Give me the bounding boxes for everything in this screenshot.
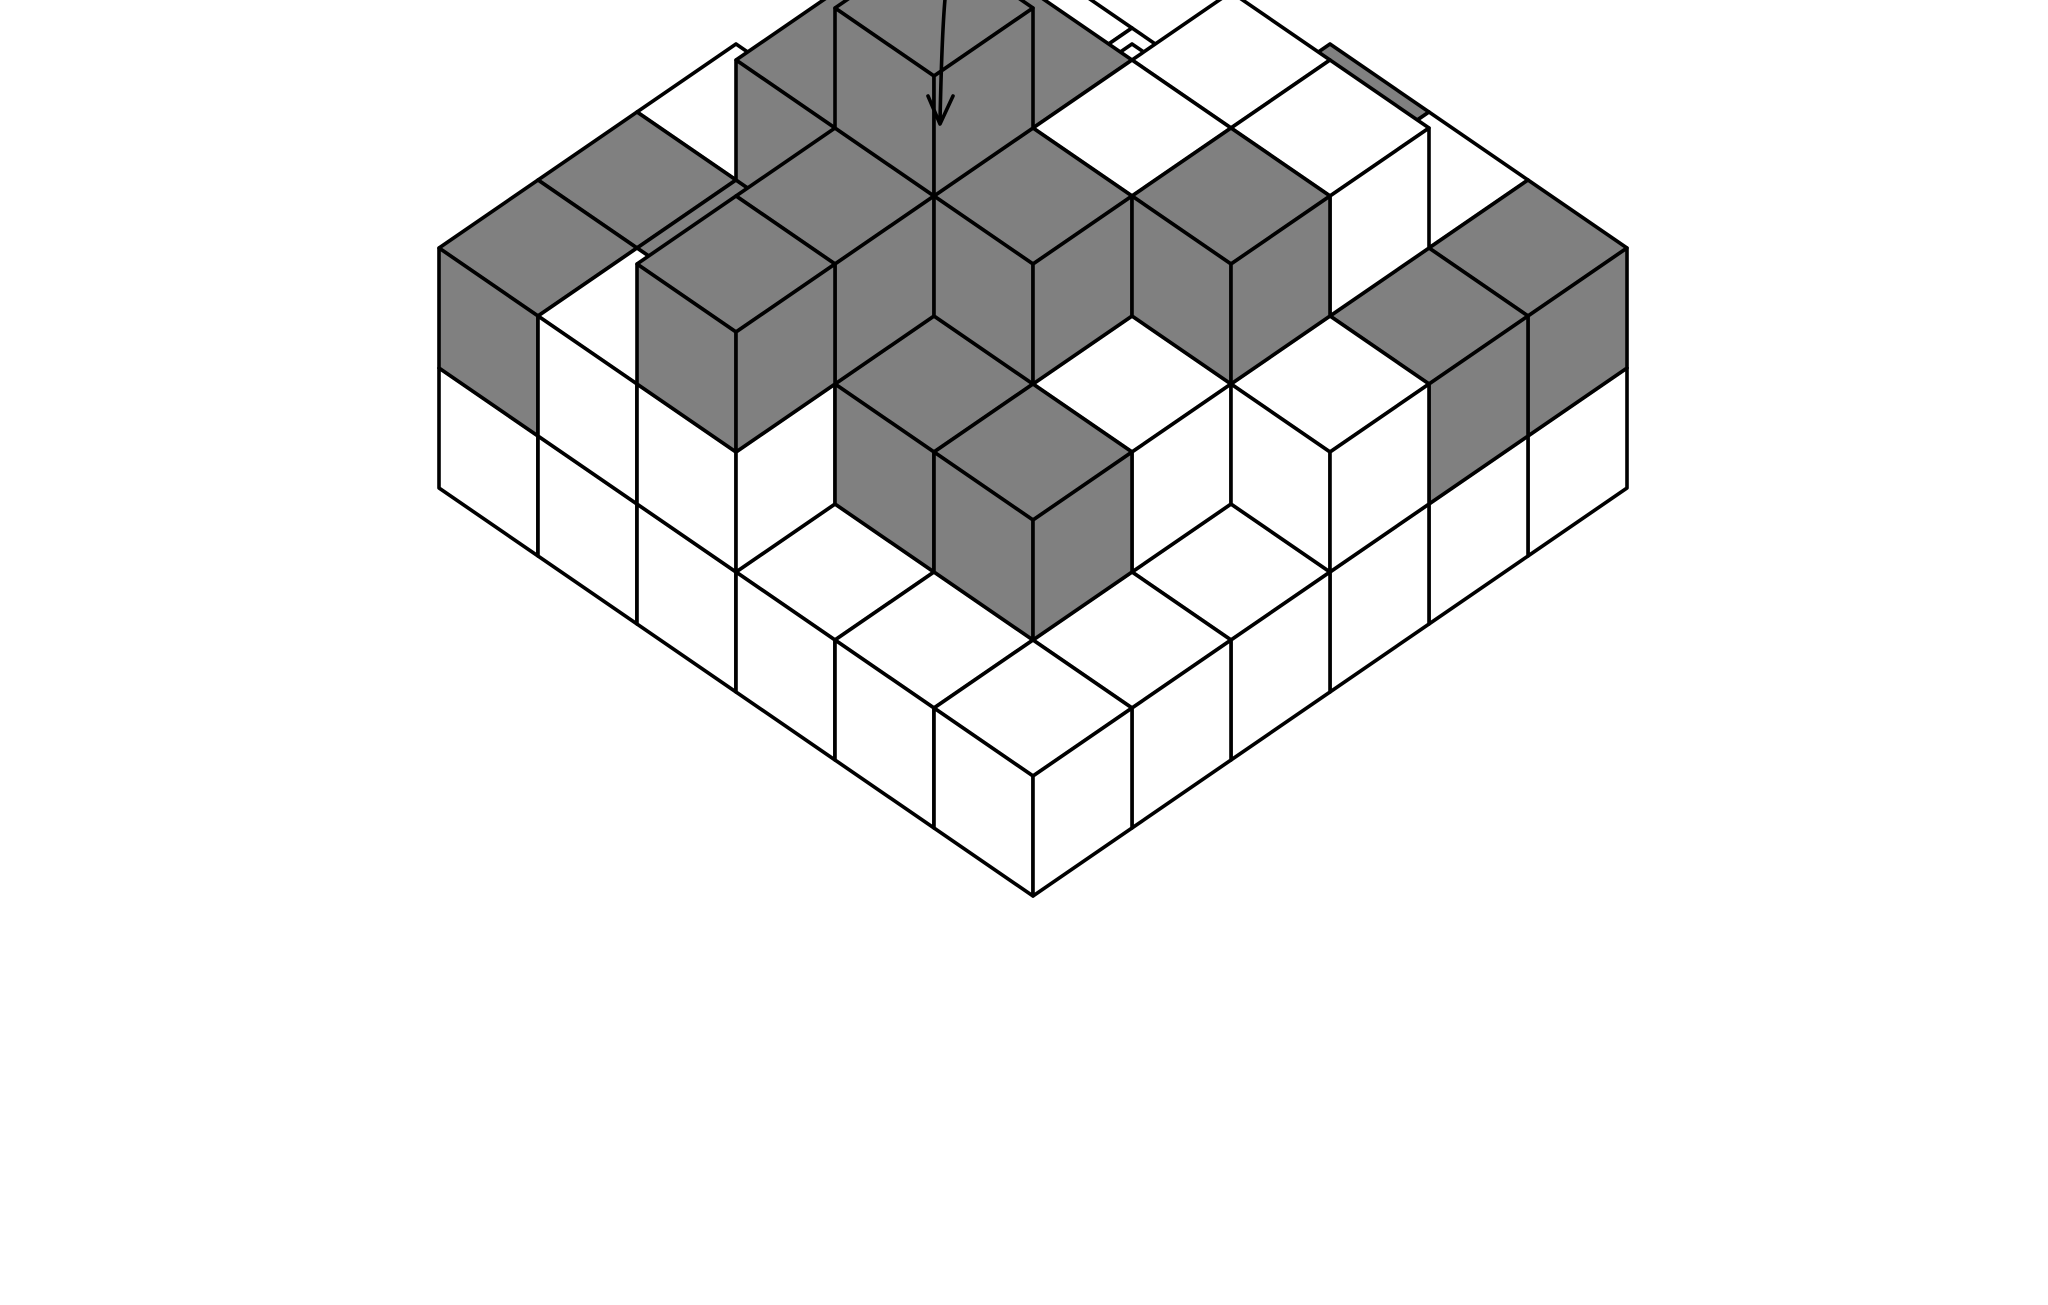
cube-gray: [833, 0, 1035, 198]
cube-right-face: [932, 6, 1035, 198]
cube-right-face: [1229, 194, 1332, 386]
cube-gray: [932, 382, 1134, 642]
cube-right-face: [1031, 706, 1134, 898]
cube-right-face: [1031, 450, 1134, 642]
cube-white: [932, 638, 1134, 898]
cube-gray: [1130, 126, 1332, 386]
arrow-shaft: [938, 0, 947, 124]
cube-right-face: [1328, 382, 1431, 574]
cube-gray: [635, 194, 837, 454]
arrow-head: [926, 94, 955, 126]
cube-right-face: [734, 262, 837, 454]
cube-group: [437, 0, 1629, 898]
arrow-down-icon: [926, 0, 955, 126]
